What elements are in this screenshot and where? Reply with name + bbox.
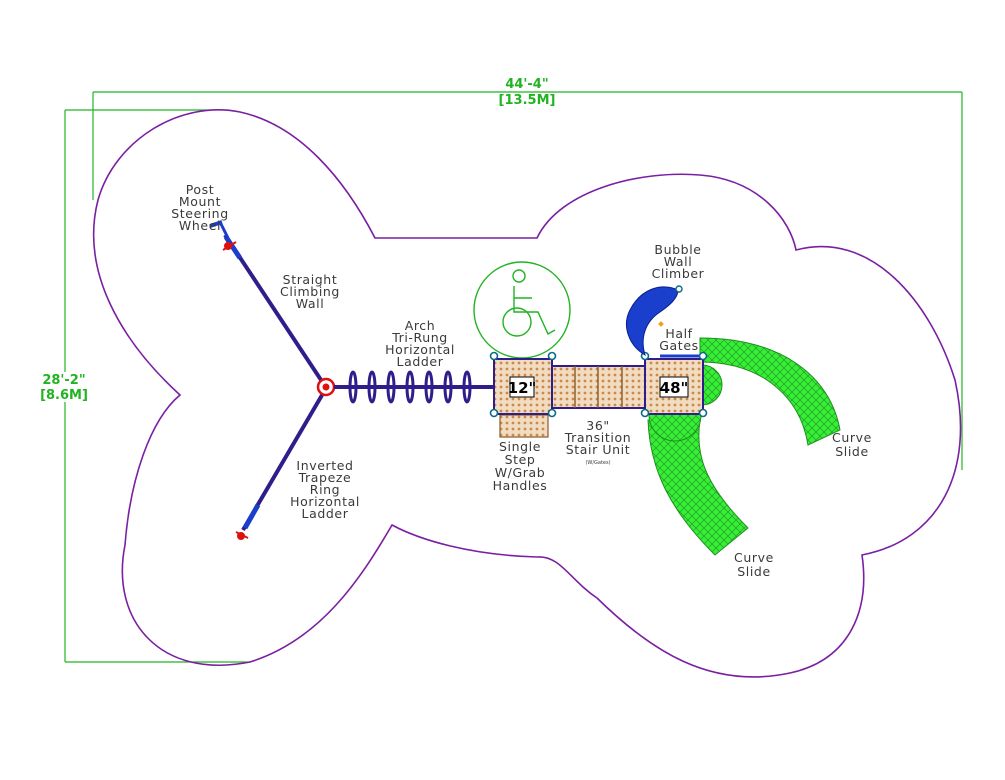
wheelchair-icon [502, 269, 556, 337]
svg-text:Horizontal: Horizontal [385, 342, 455, 357]
svg-text:Horizontal: Horizontal [290, 494, 360, 509]
svg-text:Single: Single [499, 439, 541, 454]
svg-text:Slide: Slide [835, 444, 869, 459]
width-dim-ft: 44'-4" [505, 77, 548, 92]
bubble-wall-climber [626, 285, 683, 357]
label-bubble-climber: Bubble Wall Climber [652, 242, 705, 281]
inverted-trapeze-ladder [235, 388, 327, 540]
curve-slide-bottom [647, 419, 749, 556]
svg-text:Inverted: Inverted [296, 458, 353, 473]
svg-text:Handles: Handles [493, 478, 548, 493]
height-dim-m: [8.6M] [40, 388, 88, 403]
label-half-gates: Half Gates [659, 326, 698, 353]
svg-text:Bubble: Bubble [654, 242, 701, 257]
svg-text:Wall: Wall [296, 296, 325, 311]
curve-slide-right [699, 337, 841, 446]
svg-text:Ring: Ring [310, 482, 340, 497]
single-step [499, 414, 549, 438]
svg-text:Slide: Slide [737, 564, 771, 579]
arch-tri-rung-ladder [334, 370, 493, 404]
svg-text:Step: Step [505, 452, 536, 467]
svg-text:Straight: Straight [283, 272, 338, 287]
svg-text:Ladder: Ladder [302, 506, 349, 521]
height-dim-ft: 28'-2" [42, 373, 85, 388]
steering-wheel [209, 220, 237, 251]
use-zone-boundary [92, 109, 962, 678]
svg-text:Stair Unit: Stair Unit [566, 442, 631, 457]
svg-text:Tri-Rung: Tri-Rung [391, 330, 448, 345]
transition-note: (W/Gates) [585, 460, 610, 466]
svg-text:Wheel: Wheel [179, 218, 221, 233]
label-arch-ladder: Arch Tri-Rung Horizontal Ladder [385, 318, 455, 369]
straight-climbing-wall [223, 233, 327, 388]
svg-text:Post: Post [186, 182, 215, 197]
label-curve-slide-bottom: Curve Slide [734, 550, 774, 579]
svg-text:Trapeze: Trapeze [298, 470, 352, 485]
deck-12: 12" [489, 351, 557, 418]
accessibility-symbol [473, 261, 571, 359]
label-single-step: Single Step W/Grab Handles [493, 439, 548, 493]
svg-text:W/Grab: W/Grab [495, 465, 546, 480]
svg-text:Climbing: Climbing [280, 284, 340, 299]
svg-text:Gates: Gates [659, 338, 698, 353]
svg-text:36": 36" [586, 418, 609, 433]
svg-text:Half: Half [665, 326, 692, 341]
svg-text:Wall: Wall [664, 254, 693, 269]
svg-text:Steering: Steering [171, 206, 229, 221]
deck-height-12: 12" [508, 379, 537, 397]
label-climbing-wall: Straight Climbing Wall [280, 272, 340, 311]
label-transition: 36" Transition Stair Unit (W/Gates) [564, 418, 631, 466]
svg-text:Ladder: Ladder [397, 354, 444, 369]
label-steering-wheel: Post Mount Steering Wheel [171, 182, 229, 233]
deck-48: 48" [640, 351, 708, 418]
deck-height-48: 48" [660, 379, 689, 397]
label-curve-slide-right: Curve Slide [832, 430, 872, 459]
svg-text:Arch: Arch [405, 318, 436, 333]
svg-text:Curve: Curve [734, 550, 774, 565]
svg-text:Mount: Mount [179, 194, 221, 209]
label-inverted-ladder: Inverted Trapeze Ring Horizontal Ladder [290, 458, 360, 521]
transition-stair-unit [551, 365, 646, 409]
width-dim-m: [13.5M] [499, 93, 556, 108]
svg-text:Climber: Climber [652, 266, 705, 281]
hub-post [316, 377, 336, 397]
svg-text:Curve: Curve [832, 430, 872, 445]
svg-text:Transition: Transition [564, 430, 631, 445]
